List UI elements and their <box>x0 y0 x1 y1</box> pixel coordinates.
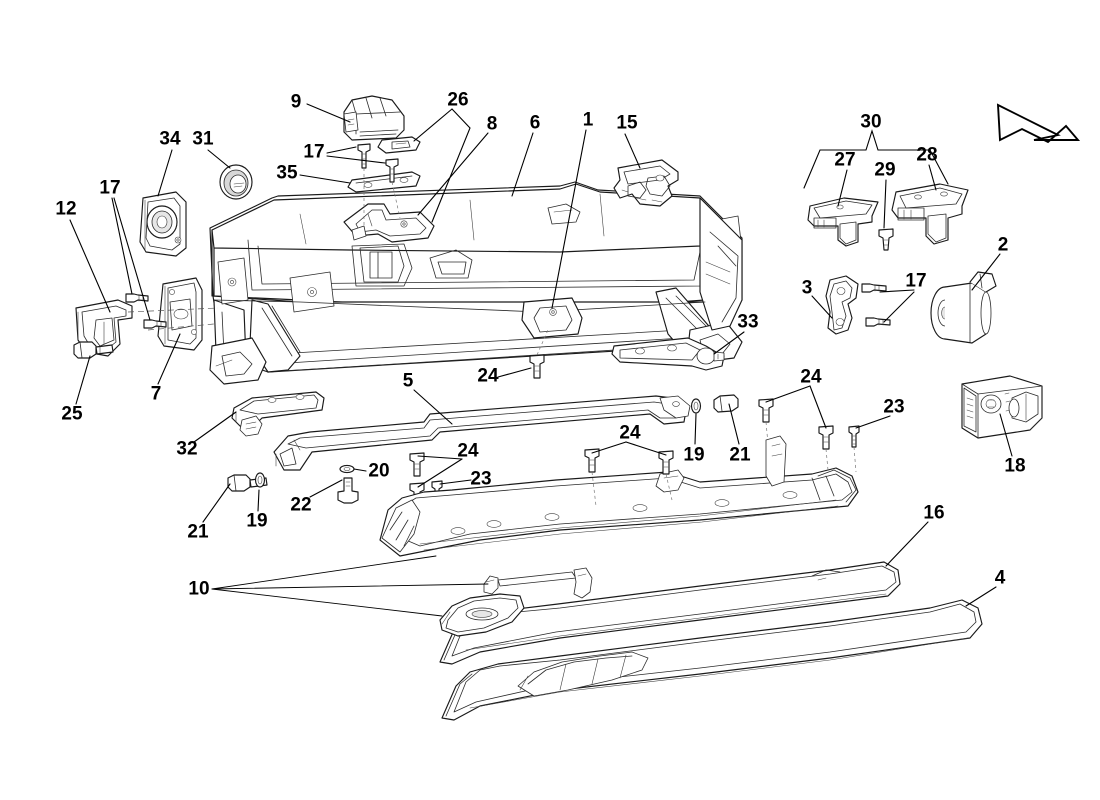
callout-12[interactable]: 12 <box>55 198 77 220</box>
callout-22[interactable]: 22 <box>290 494 312 516</box>
part-18-control-switch-module <box>961 375 1043 439</box>
part-24-screw-d <box>658 450 674 475</box>
part-15-hinge-catch-bracket <box>613 159 679 207</box>
callout-21-left[interactable]: 21 <box>187 521 209 543</box>
callout-1[interactable]: 1 <box>582 109 594 131</box>
alignment-guide <box>825 448 829 471</box>
part-19-washer-left <box>254 472 266 488</box>
part-2-striker-bushing <box>930 271 997 344</box>
door-upright-rib <box>765 435 787 487</box>
part-8-latch-mounting-bracket <box>343 203 435 243</box>
part-35-retaining-strap <box>347 171 421 193</box>
part-34-lock-housing-plate <box>139 191 187 257</box>
callout-23-left[interactable]: 23 <box>470 468 492 490</box>
callout-34[interactable]: 34 <box>159 128 181 150</box>
callout-19-left[interactable]: 19 <box>246 510 268 532</box>
part-33-guide-bracket <box>611 337 725 371</box>
callout-3[interactable]: 3 <box>801 277 813 299</box>
part-10-door-sub-assembly <box>379 467 859 557</box>
callout-15[interactable]: 15 <box>616 112 638 134</box>
callout-2[interactable]: 2 <box>997 234 1009 256</box>
callout-6[interactable]: 6 <box>529 112 541 134</box>
callout-23-right[interactable]: 23 <box>883 396 905 418</box>
callout-8[interactable]: 8 <box>486 113 498 135</box>
part-19-washer-right <box>690 398 702 414</box>
part-17-screw-right-lower <box>865 317 891 327</box>
part-7-side-mounting-plate <box>157 277 203 351</box>
part-32-damper-bracket <box>231 391 325 437</box>
alignment-guide <box>853 446 857 473</box>
part-24-screw-e <box>758 398 774 423</box>
callout-28[interactable]: 28 <box>916 144 938 166</box>
part-22-bolt <box>337 477 359 504</box>
part-24-screw-under-housing <box>529 354 545 379</box>
callout-18[interactable]: 18 <box>1004 455 1026 477</box>
forward-direction-arrow-icon <box>996 103 1081 144</box>
part-1-housing-mounting-tab <box>521 297 583 339</box>
callout-17-lock[interactable]: 17 <box>303 141 325 163</box>
callout-33[interactable]: 33 <box>737 311 759 333</box>
callout-7[interactable]: 7 <box>150 383 162 405</box>
alignment-guide <box>536 329 549 356</box>
alignment-guide <box>147 323 215 331</box>
part-17-screw-right-upper <box>861 283 887 293</box>
part-17-screw-left-lower <box>143 319 167 329</box>
group-30-bracket <box>803 129 949 189</box>
part-24-screw-f <box>818 425 834 450</box>
callout-27[interactable]: 27 <box>834 149 856 171</box>
callout-10[interactable]: 10 <box>188 578 210 600</box>
callout-26[interactable]: 26 <box>447 89 469 111</box>
callout-9[interactable]: 9 <box>290 91 302 113</box>
callout-21-right[interactable]: 21 <box>729 444 751 466</box>
part-5-upper-rail-strip <box>273 395 691 471</box>
part-26-cover-plate <box>377 136 421 154</box>
callout-25[interactable]: 25 <box>61 403 83 425</box>
callout-24-right[interactable]: 24 <box>800 366 822 388</box>
part-20-washer-small <box>339 464 355 474</box>
callout-16[interactable]: 16 <box>923 502 945 524</box>
callout-17-right[interactable]: 17 <box>905 270 927 292</box>
callout-24-mid[interactable]: 24 <box>619 422 641 444</box>
part-27-small-mounting-block <box>807 197 879 247</box>
part-21-pin-right <box>713 394 739 413</box>
part-23-clip-b <box>848 425 860 448</box>
part-17-screw-upper-left <box>357 143 371 169</box>
part-9-lock-cylinder-housing <box>343 95 405 141</box>
callout-29[interactable]: 29 <box>874 159 896 181</box>
part-28-large-mounting-block <box>891 183 969 245</box>
callout-31[interactable]: 31 <box>192 128 214 150</box>
callout-4[interactable]: 4 <box>994 567 1006 589</box>
door-latch-hook-assembly <box>483 567 593 599</box>
part-31-lock-barrel <box>219 164 253 200</box>
callout-5[interactable]: 5 <box>402 370 414 392</box>
part-glove-box-housing <box>209 181 743 385</box>
part-24-screw-c <box>584 448 600 473</box>
leader-lines <box>69 103 1013 617</box>
part-24-screw-a <box>409 452 425 477</box>
part-10-handle-pad <box>439 593 525 637</box>
callout-24-housing[interactable]: 24 <box>477 365 499 387</box>
alignment-guide <box>391 181 401 219</box>
callout-30[interactable]: 30 <box>860 111 882 133</box>
callout-32[interactable]: 32 <box>176 438 198 460</box>
part-3-hinge-bracket <box>825 275 859 335</box>
part-25-pin-fastener <box>73 341 114 359</box>
part-17-screw-upper-right <box>385 158 399 183</box>
alignment-guide <box>127 307 219 313</box>
callout-17-left[interactable]: 17 <box>99 177 121 199</box>
callout-24-left[interactable]: 24 <box>457 440 479 462</box>
alignment-guide <box>665 473 673 501</box>
callout-35[interactable]: 35 <box>276 162 298 184</box>
callout-20[interactable]: 20 <box>368 460 390 482</box>
callout-19-right[interactable]: 19 <box>683 444 705 466</box>
part-29-bolt-short <box>878 228 894 251</box>
